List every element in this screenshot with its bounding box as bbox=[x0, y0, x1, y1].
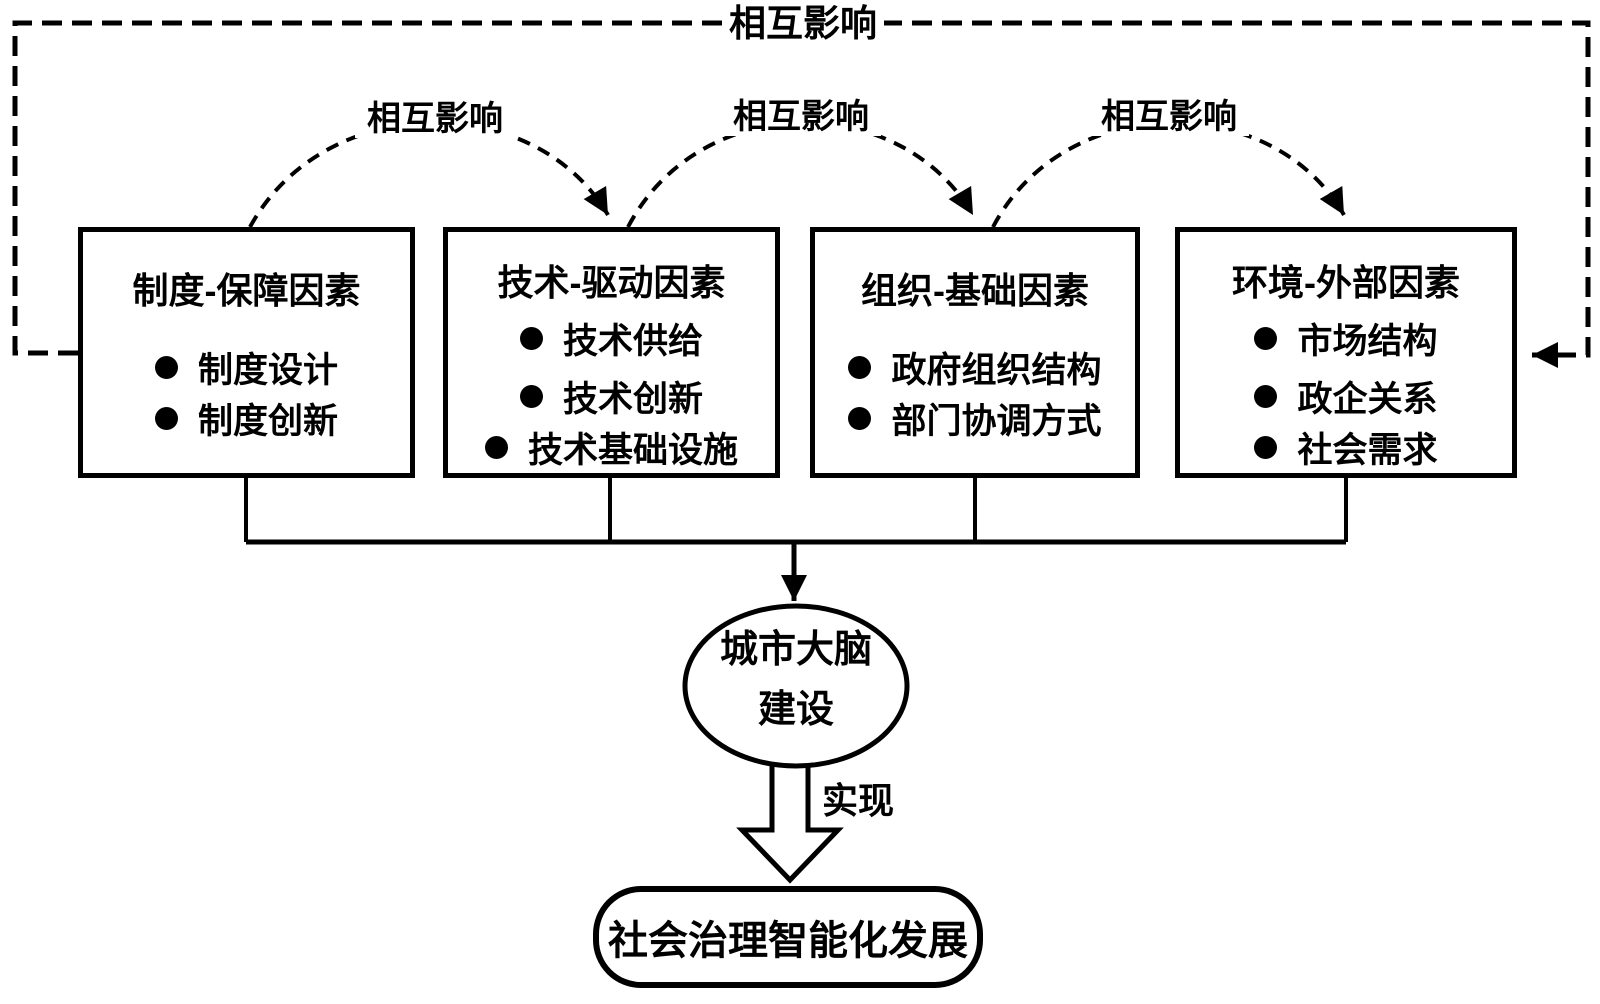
bullet-item: 市场结构 bbox=[1254, 313, 1438, 364]
arc-arrow-3 bbox=[991, 120, 1346, 228]
bullet-label: 部门协调方式 bbox=[891, 402, 1102, 441]
arc3-mutual-influence-label: 相互影响 bbox=[1089, 98, 1249, 137]
bullet-item: 社会需求 bbox=[1254, 422, 1438, 473]
factor-box-institution: 制度-保障因素 制度设计 制度创新 bbox=[78, 227, 415, 478]
city-brain-ellipse bbox=[682, 603, 910, 769]
bullet-label: 政企关系 bbox=[1297, 380, 1438, 419]
bullet-label: 市场结构 bbox=[1297, 322, 1438, 361]
bullet-dot-icon bbox=[848, 356, 872, 379]
bullet-label: 技术创新 bbox=[562, 380, 703, 419]
factor-box-organization: 组织-基础因素 政府组织结构 部门协调方式 bbox=[810, 227, 1140, 478]
bullet-item: 技术基础设施 bbox=[484, 422, 738, 473]
bullet-dot-icon bbox=[154, 356, 178, 379]
bullet-label: 技术供给 bbox=[562, 322, 703, 361]
bullet-dot-icon bbox=[848, 407, 872, 430]
bullet-dot-icon bbox=[154, 407, 178, 430]
factor-box-technology: 技术-驱动因素 技术供给 技术创新 技术基础设施 bbox=[443, 227, 780, 478]
outcome-label: 社会治理智能化发展 bbox=[608, 919, 968, 963]
bullet-item: 技术供给 bbox=[519, 313, 703, 364]
bullet-item: 制度设计 bbox=[154, 342, 338, 393]
box-title: 制度-保障因素 bbox=[132, 270, 361, 311]
bullet-dot-icon bbox=[1254, 385, 1278, 408]
bullet-dot-icon bbox=[519, 385, 543, 408]
bullet-dot-icon bbox=[1254, 327, 1278, 350]
city-brain-label: 城市大脑 建设 bbox=[686, 620, 906, 740]
arc-arrow-2 bbox=[626, 120, 975, 228]
bullet-label: 社会需求 bbox=[1297, 431, 1438, 470]
outer-mutual-influence-label: 相互影响 bbox=[722, 3, 884, 45]
box-title: 技术-驱动因素 bbox=[497, 262, 726, 303]
box-title: 环境-外部因素 bbox=[1232, 262, 1460, 303]
arc2-mutual-influence-label: 相互影响 bbox=[721, 98, 881, 137]
box-title: 组织-基础因素 bbox=[861, 270, 1089, 311]
bullet-label: 技术基础设施 bbox=[527, 431, 738, 470]
bullet-item: 政企关系 bbox=[1254, 371, 1438, 422]
outcome-box: 社会治理智能化发展 bbox=[593, 886, 983, 988]
arc1-mutual-influence-label: 相互影响 bbox=[355, 100, 515, 139]
bullet-label: 制度设计 bbox=[197, 351, 338, 390]
bullet-item: 政府组织结构 bbox=[848, 342, 1102, 393]
bullet-item: 技术创新 bbox=[519, 371, 703, 422]
bullet-label: 政府组织结构 bbox=[891, 351, 1102, 390]
bullet-dot-icon bbox=[484, 436, 508, 459]
realize-label: 实现 bbox=[822, 780, 895, 821]
city-brain-line2: 建设 bbox=[757, 689, 834, 731]
city-brain-line1: 城市大脑 bbox=[719, 629, 872, 671]
bullet-item: 部门协调方式 bbox=[848, 393, 1102, 444]
bullet-dot-icon bbox=[519, 327, 543, 350]
bullet-label: 制度创新 bbox=[197, 402, 338, 441]
bullet-item: 制度创新 bbox=[154, 393, 338, 444]
factor-box-environment: 环境-外部因素 市场结构 政企关系 社会需求 bbox=[1175, 227, 1517, 478]
bullet-dot-icon bbox=[1254, 436, 1278, 459]
